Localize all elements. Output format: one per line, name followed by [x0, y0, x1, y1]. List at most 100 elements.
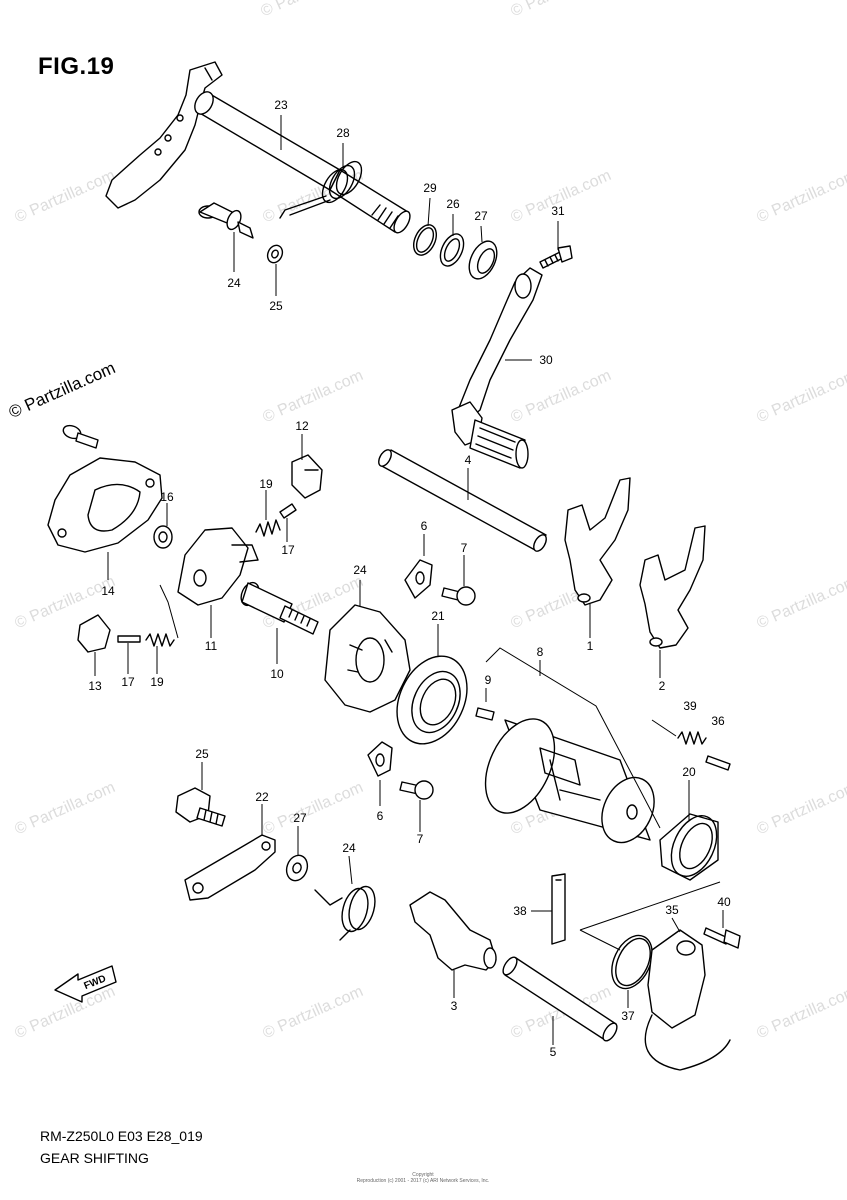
part-number-label: 9 — [485, 673, 492, 687]
part-labels: 23 28 29 26 27 31 30 24 25 4 12 19 17 16… — [88, 98, 731, 1059]
shift-fork-part — [409, 891, 497, 971]
part-number-label: 4 — [465, 453, 472, 467]
part-number-label: 20 — [682, 765, 696, 779]
part-number-label: 23 — [274, 98, 288, 112]
screw-part — [399, 780, 434, 800]
bolt-part — [539, 245, 573, 269]
circlip-part — [412, 224, 438, 256]
part-number-label: 1 — [587, 639, 594, 653]
section-name: GEAR SHIFTING — [40, 1150, 149, 1166]
part-number-label: 29 — [423, 181, 437, 195]
part-number-label: 36 — [711, 714, 725, 728]
part-number-label: 2 — [659, 679, 666, 693]
part-number-label: 16 — [160, 490, 174, 504]
bolt-part — [703, 927, 741, 949]
part-number-label: 10 — [270, 667, 284, 681]
bolt-part — [175, 787, 226, 827]
pin-bolt-part — [198, 202, 254, 239]
copyright-line: Reproduction (c) 2001 - 2017 (c) ARI Net… — [356, 1178, 490, 1184]
torsion-spring-part — [314, 885, 376, 941]
fork-shaft-part — [502, 956, 618, 1042]
cam-stopper-part — [177, 527, 259, 606]
part-number-label: 14 — [101, 584, 115, 598]
part-number-label: 30 — [539, 353, 553, 367]
o-ring-part — [611, 934, 653, 990]
part-number-label: 24 — [353, 563, 367, 577]
part-number-label: 24 — [342, 841, 356, 855]
cover-part — [644, 929, 731, 1071]
fwd-arrow-icon: FWD — [54, 965, 117, 1003]
part-number-label: 40 — [717, 895, 731, 909]
part-number-label: 27 — [474, 209, 488, 223]
part-number-label: 24 — [227, 276, 241, 290]
bush-part — [153, 525, 173, 549]
oil-seal-part — [468, 240, 498, 280]
part-number-label: 35 — [665, 903, 679, 917]
gearshift-shaft-part — [105, 61, 411, 234]
washer-part — [285, 854, 309, 882]
shift-fork-part — [639, 525, 706, 649]
part-number-label: 13 — [88, 679, 102, 693]
pin-part — [705, 755, 731, 771]
cam-plate-part — [324, 604, 411, 713]
part-number-label: 11 — [205, 639, 218, 653]
part-number-label: 17 — [281, 543, 295, 557]
bearing-part — [396, 655, 468, 745]
part-number-label: 25 — [195, 747, 209, 761]
part-number-label: 25 — [269, 299, 283, 313]
part-number-label: 6 — [421, 519, 428, 533]
part-number-label: 7 — [417, 832, 424, 846]
cam-driven-arm-part — [184, 834, 276, 901]
part-number-label: 6 — [377, 809, 384, 823]
part-number-label: 17 — [121, 675, 135, 689]
pawl-part — [291, 454, 323, 499]
pin-part — [279, 503, 297, 519]
screw-part — [441, 586, 476, 606]
pawl-part — [77, 614, 111, 653]
bearing-part — [659, 813, 719, 881]
part-number-label: 31 — [551, 204, 565, 218]
guide-pin-part — [240, 581, 319, 635]
fork-shaft-part — [378, 449, 547, 552]
part-number-label: 27 — [293, 811, 307, 825]
model-code: RM-Z250L0 E03 E28_019 — [40, 1128, 203, 1144]
leader-line — [485, 647, 661, 829]
part-number-label: 7 — [461, 541, 468, 555]
part-number-label: 12 — [295, 419, 309, 433]
part-number-label: 28 — [336, 126, 350, 140]
stopper-part — [367, 741, 393, 777]
part-number-label: 38 — [513, 904, 527, 918]
spring-part — [145, 633, 175, 647]
shift-fork-part — [564, 477, 631, 606]
washer-part — [439, 233, 465, 267]
copyright-notice: Copyright Reproduction (c) 2001 - 2017 (… — [348, 1172, 498, 1184]
spring-part — [255, 519, 281, 537]
spring-part — [677, 731, 707, 745]
retaining-pin-part — [551, 873, 566, 945]
part-number-label: 5 — [550, 1045, 557, 1059]
part-number-label: 39 — [683, 699, 697, 713]
figure-title: FIG.19 — [38, 53, 115, 80]
copyright-line: Copyright — [412, 1172, 434, 1178]
leader-line — [651, 719, 677, 737]
stopper-part — [404, 559, 433, 599]
bolt-part — [62, 424, 99, 449]
part-number-label: 37 — [621, 1009, 635, 1023]
leader-line — [159, 584, 179, 639]
part-number-label: 22 — [255, 790, 269, 804]
gearshift-lever-part — [451, 267, 543, 469]
pin-part — [117, 635, 141, 643]
part-number-label: 21 — [431, 609, 445, 623]
part-number-label: 26 — [446, 197, 460, 211]
leader-lines — [94, 115, 724, 1045]
leader-line — [579, 881, 721, 951]
cam-drum-part — [484, 718, 655, 844]
part-number-label: 19 — [259, 477, 273, 491]
part-number-label: 8 — [537, 645, 544, 659]
stopper-plate-part — [47, 457, 163, 553]
part-number-label: 19 — [150, 675, 164, 689]
return-spring-part — [279, 160, 363, 219]
washer-part — [266, 244, 284, 264]
pin-part — [475, 707, 495, 721]
